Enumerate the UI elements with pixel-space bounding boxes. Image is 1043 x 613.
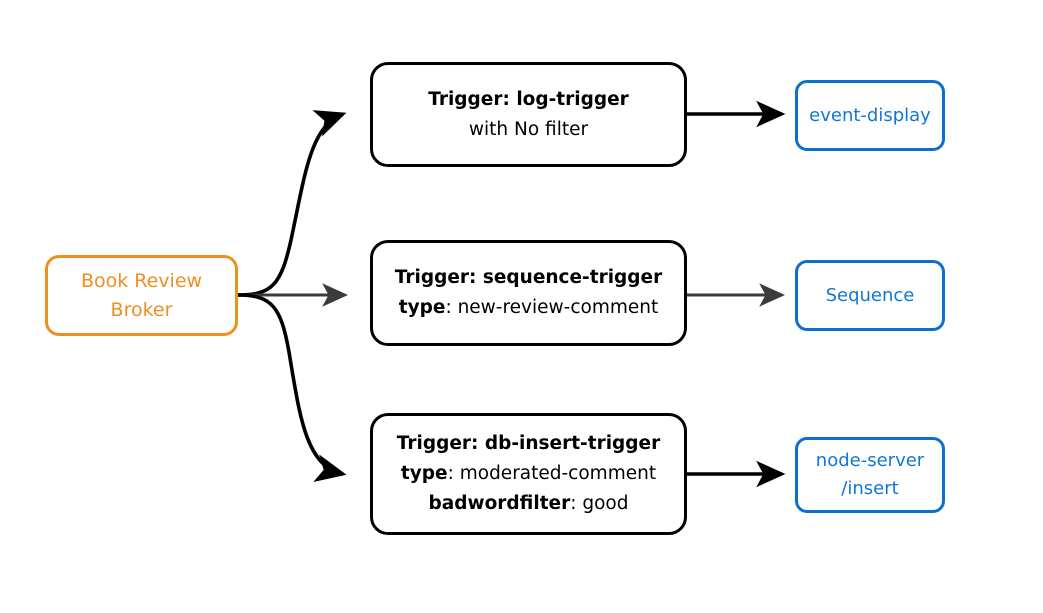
broker-label-line1: Book Review	[80, 269, 203, 292]
db-insert-trigger-title: Trigger: db-insert-trigger	[397, 429, 660, 459]
sequence-trigger-title: Trigger: sequence-trigger	[395, 263, 662, 293]
db-insert-trigger-detail-value: : moderated-comment	[447, 463, 657, 484]
db-insert-trigger-detail2: badwordfilter: good	[429, 489, 629, 519]
node-db-insert-trigger[interactable]: Trigger: db-insert-trigger type: moderat…	[370, 413, 687, 535]
node-book-review-broker[interactable]: Book Review Broker	[45, 255, 238, 336]
db-insert-trigger-detail-key: type	[400, 463, 448, 484]
log-trigger-detail: with No filter	[469, 115, 588, 145]
node-log-trigger[interactable]: Trigger: log-trigger with No filter	[370, 62, 687, 167]
log-trigger-detail-key: with No filter	[468, 118, 589, 140]
db-insert-trigger-detail: type: moderated-comment	[401, 459, 656, 489]
sequence-label: Sequence	[825, 284, 915, 306]
log-trigger-title: Trigger: log-trigger	[428, 85, 629, 115]
edge-broker-to-log-trigger	[237, 110, 347, 297]
sequence-trigger-title-label: Trigger:	[394, 267, 477, 288]
edge-broker-to-db-insert-trigger	[237, 293, 347, 482]
node-sequence-trigger[interactable]: Trigger: sequence-trigger type: new-revi…	[370, 240, 687, 346]
sequence-trigger-detail-value: : new-review-comment	[445, 297, 659, 318]
node-event-display[interactable]: event-display	[795, 80, 945, 151]
db-insert-trigger-detail2-key: badwordfilter	[428, 493, 571, 514]
log-trigger-title-label: Trigger:	[428, 88, 510, 110]
db-insert-trigger-detail2-value: : good	[570, 493, 629, 514]
node-server-label-line2: /insert	[841, 478, 899, 499]
event-display-label: event-display	[809, 104, 931, 126]
sequence-trigger-title-value: sequence-trigger	[482, 267, 663, 288]
db-insert-trigger-title-value: db-insert-trigger	[484, 433, 661, 454]
db-insert-trigger-title-label: Trigger:	[396, 433, 479, 454]
node-sequence[interactable]: Sequence	[795, 260, 945, 331]
node-server-label-line1: node-server	[815, 450, 925, 471]
log-trigger-title-value: log-trigger	[516, 88, 629, 110]
broker-label-line2: Broker	[110, 298, 173, 321]
sequence-trigger-detail: type: new-review-comment	[399, 293, 658, 323]
node-node-server-insert[interactable]: node-server /insert	[795, 437, 945, 513]
sequence-trigger-detail-key: type	[398, 297, 446, 318]
